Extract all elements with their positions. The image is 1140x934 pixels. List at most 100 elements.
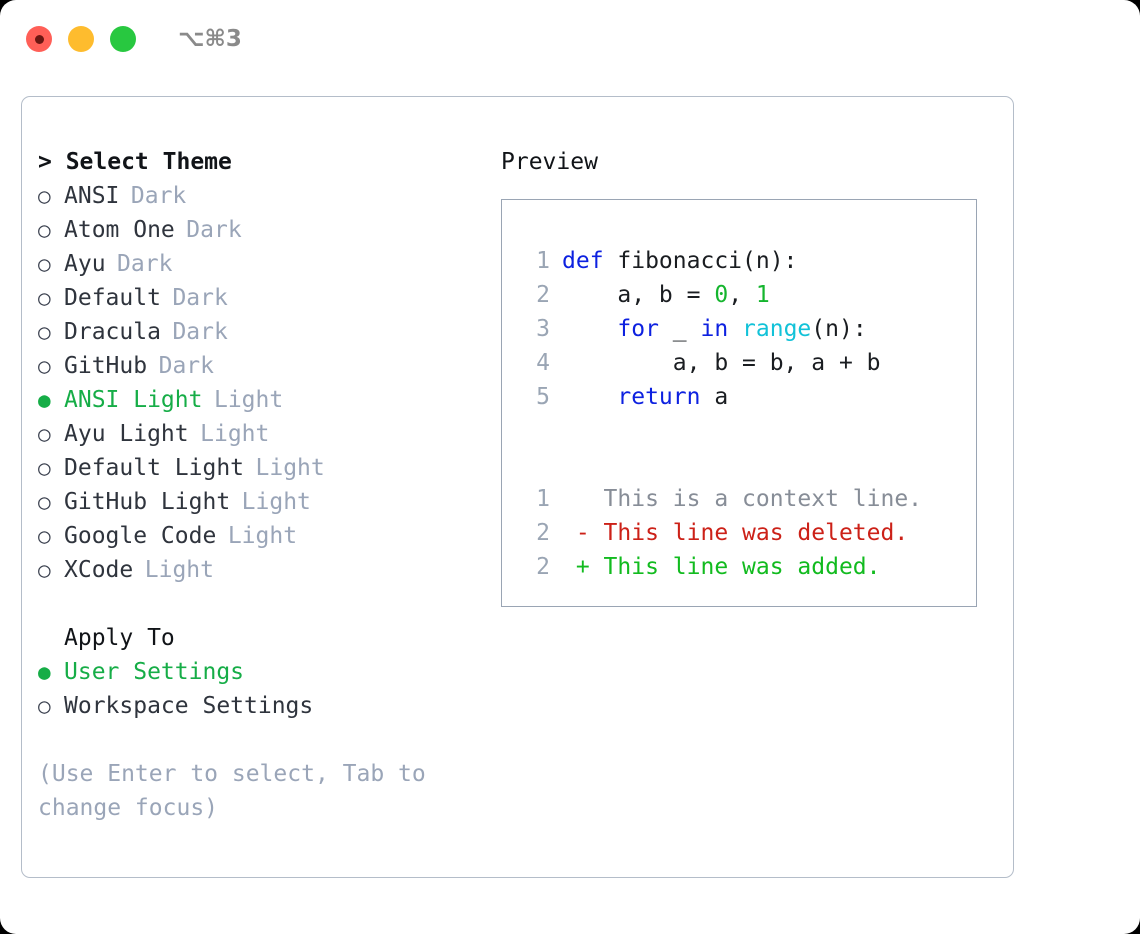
theme-name: Ayu Light (64, 421, 189, 447)
theme-name: ANSI (64, 183, 120, 209)
token-plain: , (728, 282, 756, 308)
theme-name: GitHub Light (64, 489, 231, 515)
record-dot-icon (34, 34, 44, 44)
radio-selected-icon: ● (38, 660, 51, 684)
maximize-button-icon[interactable] (110, 26, 136, 52)
radio-icon: ○ (38, 524, 51, 548)
code-line: 4 a, b = b, a + b (520, 346, 976, 380)
theme-name: Atom One (64, 217, 175, 243)
code-line: 2 a, b = 0, 1 (520, 278, 976, 312)
list-item[interactable]: ○ ANSI Dark (38, 179, 488, 213)
code-content: a, b = b, a + b (562, 346, 881, 380)
radio-icon: ○ (38, 694, 51, 718)
token-plain: (n): (811, 316, 867, 342)
list-item[interactable]: ○ Default Dark (38, 281, 488, 315)
token-plain: a, b = b, a + b (562, 350, 881, 376)
line-number: 4 (536, 350, 550, 376)
token-plain (728, 316, 742, 342)
page-title: > Select Theme (38, 149, 232, 175)
list-item[interactable]: ○ Ayu Dark (38, 247, 488, 281)
minimize-button-icon[interactable] (68, 26, 94, 52)
list-item[interactable]: ○ Google Code Light (38, 519, 488, 553)
apply-to-section: Apply To ● User Settings ○ Workspace Set… (38, 621, 488, 723)
list-item[interactable]: ○ GitHub Light Light (38, 485, 488, 519)
preview-column: Preview 1 def fibonacci(n): 2 a, b = 0, … (501, 145, 991, 607)
code-content: a, b = 0, 1 (562, 278, 770, 312)
diff-content: This is a context line. (562, 486, 923, 512)
diff-content: - This line was deleted. (562, 520, 909, 546)
list-item[interactable]: ○ Dracula Dark (38, 315, 488, 349)
theme-name: Default Light (64, 455, 245, 481)
theme-name: XCode (64, 557, 134, 583)
radio-icon: ○ (38, 252, 51, 276)
theme-tag: Light (227, 523, 298, 549)
diff-line-deleted: 2 - This line was deleted. (520, 516, 976, 550)
preview-title: Preview (501, 149, 598, 175)
list-item[interactable]: ○ XCode Light (38, 553, 488, 587)
keyboard-hint: (Use Enter to select, Tab to change focu… (38, 761, 440, 821)
token-plain: _ (658, 316, 701, 342)
theme-tag: Dark (158, 353, 214, 379)
code-blank-line (520, 414, 976, 448)
line-number: 2 (536, 520, 550, 546)
diff-line-context: 1 This is a context line. (520, 482, 976, 516)
code-line: 1 def fibonacci(n): (520, 244, 976, 278)
token-number: 1 (755, 282, 770, 308)
line-number: 3 (536, 316, 550, 342)
theme-tag: Light (241, 489, 311, 515)
token-keyword: for (617, 316, 659, 342)
list-item[interactable]: ○ Atom One Dark (38, 213, 488, 247)
theme-name: ANSI Light (64, 387, 203, 413)
theme-name: Google Code (64, 523, 217, 549)
window-titlebar: ⌥⌘3 (0, 0, 1140, 78)
apply-to-option-workspace[interactable]: ○ Workspace Settings (38, 689, 488, 723)
theme-tag: Light (144, 557, 214, 583)
window-controls (26, 26, 136, 52)
line-number: 2 (536, 282, 550, 308)
radio-icon: ○ (38, 354, 51, 378)
radio-icon: ○ (38, 286, 51, 310)
token-keyword: def (562, 248, 604, 274)
code-line: 3 for _ in range(n): (520, 312, 976, 346)
list-item[interactable]: ○ Ayu Light Light (38, 417, 488, 451)
code-content: def fibonacci(n): (562, 244, 797, 278)
line-number: 1 (536, 248, 550, 274)
theme-tag: Dark (117, 251, 173, 277)
theme-tag: Dark (172, 285, 228, 311)
line-number: 2 (536, 554, 550, 580)
list-spacer (38, 587, 488, 621)
list-item[interactable]: ○ Default Light Light (38, 451, 488, 485)
theme-tag: Light (213, 387, 284, 413)
code-blank-line (520, 448, 976, 482)
main-panel: > Select Theme ○ ANSI Dark ○ Atom One Da… (21, 96, 1014, 878)
theme-name: Dracula (64, 319, 161, 345)
apply-to-heading: Apply To (64, 625, 175, 651)
theme-name: GitHub (64, 353, 148, 379)
radio-icon: ○ (38, 490, 51, 514)
code-line: 5 return a (520, 380, 976, 414)
theme-name: Ayu (64, 251, 106, 277)
list-item-selected[interactable]: ● ANSI Light Light (38, 383, 488, 417)
close-button-icon[interactable] (26, 26, 52, 52)
diff-line-added: 2 + This line was added. (520, 550, 976, 584)
theme-tag: Dark (172, 319, 228, 345)
apply-to-label: User Settings (64, 659, 245, 685)
theme-tag: Dark (130, 183, 187, 209)
radio-icon: ○ (38, 218, 51, 242)
token-number: 0 (714, 282, 729, 308)
line-number: 5 (536, 384, 550, 410)
theme-list: ○ ANSI Dark ○ Atom One Dark ○ Ayu Dark (38, 179, 488, 587)
theme-tag: Light (255, 455, 325, 481)
hint-spacer (38, 723, 488, 757)
token-plain (562, 316, 617, 342)
radio-icon: ○ (38, 422, 51, 446)
token-keyword: return (617, 384, 701, 410)
preview-code-box: 1 def fibonacci(n): 2 a, b = 0, 1 3 for … (501, 199, 977, 607)
theme-picker-column: > Select Theme ○ ANSI Dark ○ Atom One Da… (38, 145, 488, 825)
token-keyword: in (700, 316, 729, 342)
list-item[interactable]: ○ GitHub Dark (38, 349, 488, 383)
apply-to-option-user[interactable]: ● User Settings (38, 655, 488, 689)
theme-tag: Light (200, 421, 270, 447)
theme-tag: Dark (186, 217, 242, 243)
